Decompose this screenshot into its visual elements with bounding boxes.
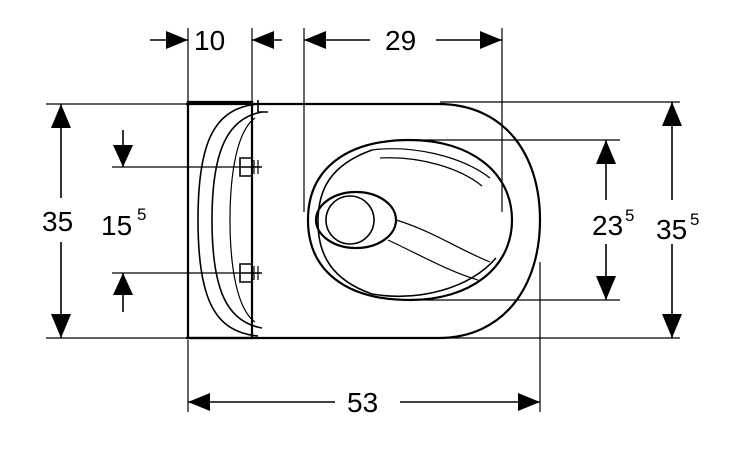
dim-label-53: 53	[347, 387, 378, 418]
dim-label-35-right-sup: 5	[690, 210, 699, 229]
dimension-53: 53	[188, 387, 540, 418]
bowl-flush-line	[371, 148, 491, 179]
dim-label-29: 29	[385, 25, 416, 56]
dim-label-35-right: 35	[656, 214, 687, 245]
dimension-23-5: 23 5	[592, 140, 634, 300]
dim-label-23: 23	[592, 210, 623, 241]
dimension-35-left: 35	[42, 104, 73, 338]
drain-outlet-inner	[325, 195, 375, 245]
bowl-flush-line-2	[379, 157, 483, 187]
dim-label-15-sup: 5	[137, 205, 146, 224]
rim-curve-third	[229, 117, 256, 323]
toilet-body	[186, 100, 542, 340]
bowl-outer-shell	[186, 102, 542, 340]
dim-label-35-left: 35	[42, 206, 73, 237]
dimension-29: 29	[304, 25, 502, 56]
drain-outlet	[314, 190, 398, 250]
fixing-bolt-lower	[239, 263, 262, 283]
top-notch	[257, 100, 268, 113]
dimension-15-5: 15 5	[101, 130, 146, 312]
extension-lines	[46, 28, 680, 412]
dim-label-15: 15	[101, 210, 132, 241]
dimension-10: 10	[150, 25, 282, 56]
bowl-inner-contour	[317, 149, 497, 297]
rim-curve-outer	[197, 103, 259, 337]
drain-trap-line	[395, 219, 491, 263]
drain-trap-line-2	[387, 239, 479, 281]
dim-label-23-sup: 5	[625, 206, 634, 225]
rim-curve-inner	[211, 111, 263, 329]
dimension-35-5-right: 35 5	[656, 102, 699, 338]
dim-label-10: 10	[194, 25, 225, 56]
fixing-bolt-upper	[239, 157, 262, 177]
